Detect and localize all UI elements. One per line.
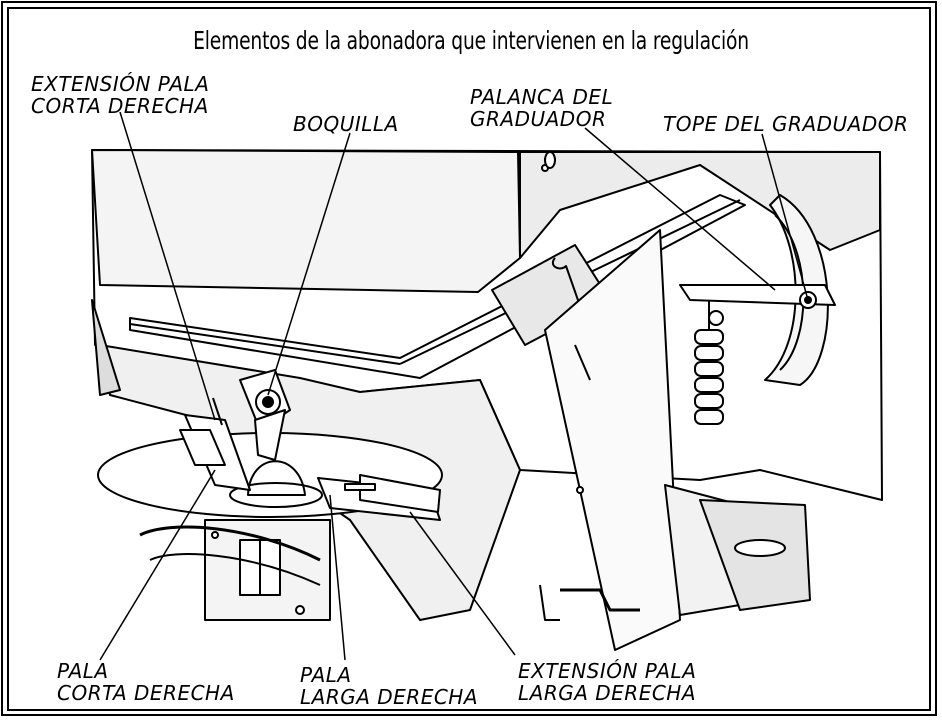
label-pala-corta-line2: CORTA DERECHA — [57, 681, 235, 705]
label-boquilla: BOQUILLA — [293, 113, 399, 135]
graduator-lever — [679, 284, 836, 306]
label-pala-corta: PALA CORTA DERECHA — [57, 660, 235, 704]
leader-lines — [99, 111, 809, 661]
label-boquilla-text: BOQUILLA — [293, 112, 399, 136]
hopper-side-face — [91, 149, 521, 293]
hopper-rim — [129, 194, 746, 379]
frame-plate — [544, 229, 681, 651]
label-extension-pala-corta-line1: EXTENSIÓN PALA — [31, 72, 210, 96]
label-palanca-line1: PALANCA DEL — [470, 85, 614, 109]
label-pala-larga-line2: LARGA DERECHA — [300, 685, 479, 709]
label-pala-larga-line1: PALA — [300, 663, 352, 687]
center-dome — [247, 460, 306, 496]
label-pala-larga: PALA LARGA DERECHA — [300, 664, 478, 708]
label-extension-pala-larga-line2: LARGA DERECHA — [518, 681, 697, 705]
inner-frame — [7, 7, 931, 711]
label-extension-pala-corta: EXTENSIÓN PALA CORTA DERECHA — [31, 73, 209, 117]
label-extension-pala-larga: EXTENSIÓN PALA LARGA DERECHA — [518, 660, 696, 704]
label-pala-corta-line1: PALA — [57, 659, 109, 683]
label-tope-text: TOPE DEL GRADUADOR — [663, 112, 909, 136]
label-tope-graduador: TOPE DEL GRADUADOR — [663, 113, 908, 135]
label-extension-pala-corta-line2: CORTA DERECHA — [31, 94, 209, 118]
label-extension-pala-larga-line1: EXTENSIÓN PALA — [518, 659, 697, 683]
hopper-front-face — [519, 151, 881, 259]
diagram-title: Elementos de la abonadora que interviene… — [193, 26, 749, 55]
spring — [694, 329, 724, 425]
label-palanca-graduador: PALANCA DEL GRADUADOR — [470, 86, 613, 130]
label-palanca-line2: GRADUADOR — [470, 107, 607, 131]
